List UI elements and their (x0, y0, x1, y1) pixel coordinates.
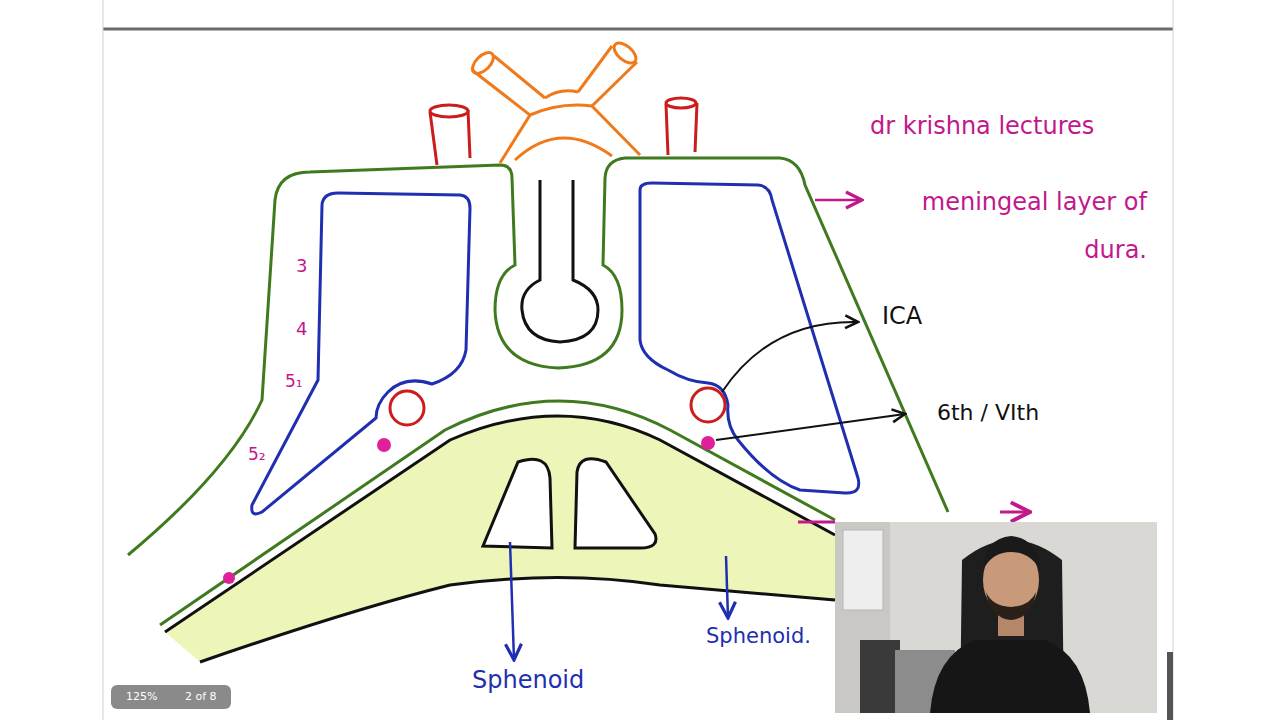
zoom-pill (111, 685, 231, 709)
cavernous-sinus (640, 183, 859, 493)
structure-label: 6th / VIth (937, 400, 1039, 426)
vessel (666, 98, 696, 108)
nerve-dot (223, 572, 235, 584)
nerve-number: 3 (296, 255, 307, 277)
sphenoid-bone (165, 416, 835, 662)
bone-outline (200, 578, 835, 663)
nerve-dot (377, 438, 391, 452)
leader-line (798, 521, 835, 524)
structure-label: ICA (882, 302, 922, 331)
circle-of-willis (611, 39, 640, 66)
ica-vessel (390, 391, 424, 425)
zoom-indicator: 125% (126, 690, 157, 703)
circle-of-willis (515, 91, 612, 160)
vessel (666, 103, 697, 155)
structure-label: Sphenoid. (706, 624, 811, 649)
leader-line (815, 199, 862, 202)
leader-line (716, 414, 905, 440)
leader-line (722, 322, 858, 392)
page-edge (103, 0, 104, 720)
page-indicator: 2 of 8 (185, 690, 217, 703)
vessel (430, 105, 468, 117)
circle-of-willis (472, 70, 530, 163)
ica-vessel (691, 388, 725, 422)
nerve-number: 5₁ (285, 371, 303, 391)
circle-of-willis (469, 49, 497, 77)
scrollbar (1167, 652, 1173, 720)
structure-label: Sphenoid (472, 666, 584, 695)
structure-label: meningeal layer of dura. (872, 178, 1147, 274)
circle-of-willis (494, 56, 545, 98)
leader-line (726, 556, 728, 618)
bone-outline (165, 416, 835, 632)
page-edge (1173, 0, 1174, 720)
page-top-rule (103, 28, 1173, 31)
pituitary (522, 180, 598, 342)
leader-line (510, 542, 514, 660)
nerve-dot (701, 436, 715, 450)
nerve-number: 4 (296, 318, 307, 340)
cavernous-sinus (252, 193, 470, 514)
nerve-number: 5₂ (248, 444, 266, 464)
leader-line (1000, 511, 1030, 514)
meningeal-dura (128, 158, 948, 555)
webcam-inset (835, 522, 1157, 713)
sinus-chamber (575, 459, 656, 548)
sinus-chamber (483, 459, 552, 548)
watermark: dr krishna lectures (870, 112, 1094, 141)
